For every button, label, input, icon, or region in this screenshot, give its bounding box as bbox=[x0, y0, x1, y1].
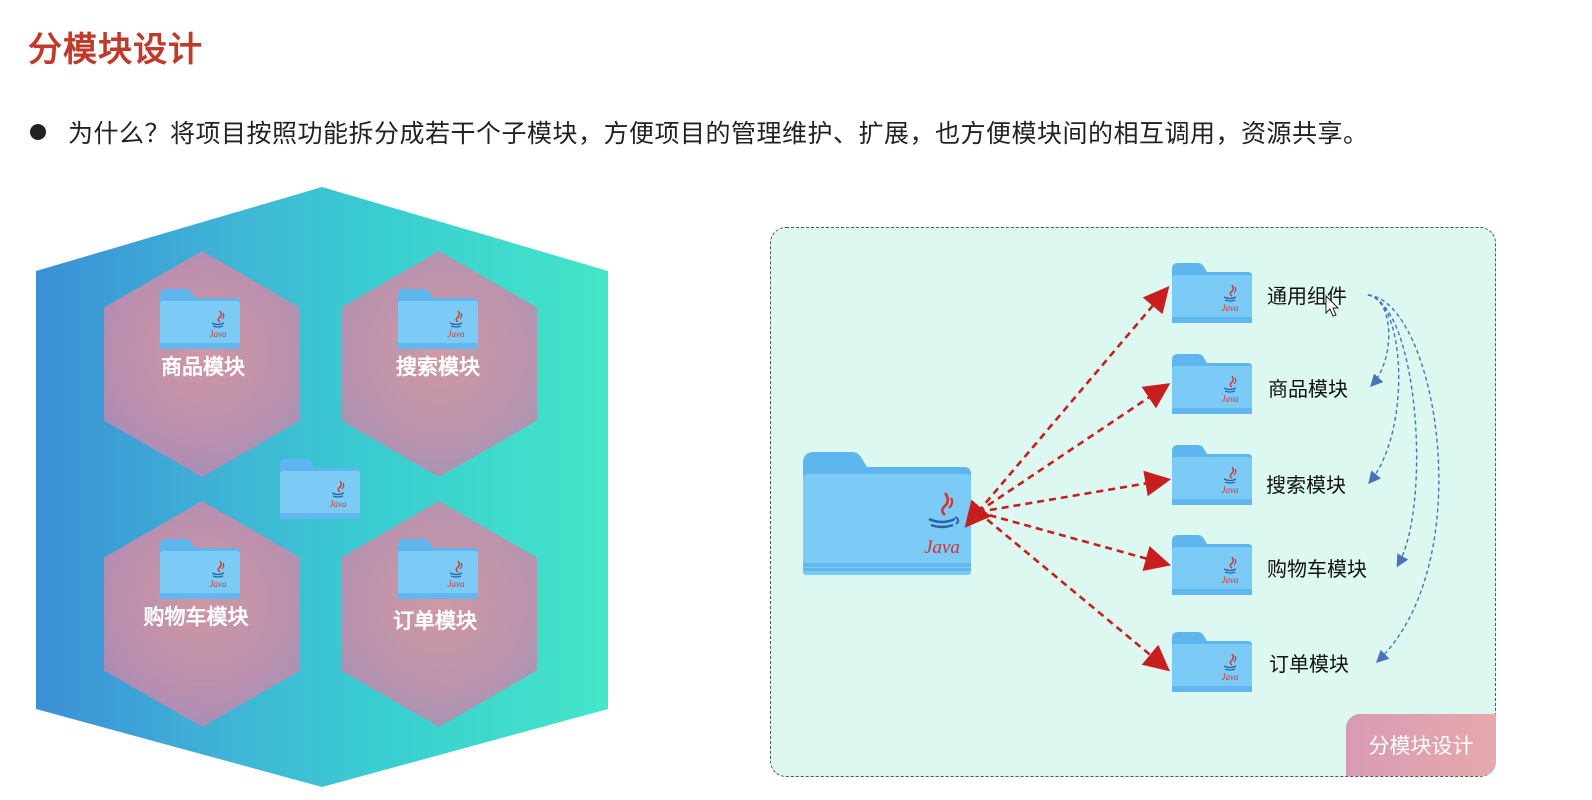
hex-label: 购物车模块 bbox=[143, 605, 249, 629]
arrow-to-order bbox=[977, 510, 1171, 672]
hex-label: 订单模块 bbox=[393, 609, 477, 633]
arrow-to-common bbox=[964, 286, 1170, 528]
module-label-product: 商品模块 bbox=[1268, 377, 1348, 401]
hex-label: 搜索模块 bbox=[396, 355, 480, 379]
arrow-to-cart bbox=[977, 510, 1172, 571]
module-label-cart: 购物车模块 bbox=[1267, 557, 1367, 581]
root-java-folder-icon: Java bbox=[803, 452, 971, 575]
bullet-dot-icon bbox=[30, 124, 46, 140]
page-title: 分模块设计 bbox=[28, 30, 203, 70]
module-hexagon-cluster: 商品模块 搜索模块 购物车模块 订单模块 bbox=[36, 187, 608, 787]
dependency-arrow bbox=[1367, 294, 1440, 663]
bullet-text: 为什么？将项目按照功能拆分成若干个子模块，方便项目的管理维护、扩展，也方便模块间… bbox=[68, 119, 1369, 148]
dependency-arrow bbox=[1367, 294, 1418, 568]
arrow-to-search bbox=[977, 470, 1172, 514]
section-badge: 分模块设计 bbox=[1346, 714, 1496, 776]
hex-order-module bbox=[341, 501, 537, 727]
mouse-cursor-icon bbox=[1325, 294, 1340, 317]
java-logo-text: Java bbox=[924, 537, 960, 558]
hex-label: 商品模块 bbox=[161, 355, 245, 379]
module-label-order: 订单模块 bbox=[1269, 652, 1349, 676]
bullet-point: 为什么？将项目按照功能拆分成若干个子模块，方便项目的管理维护、扩展，也方便模块间… bbox=[30, 114, 1369, 150]
hex-cart-module bbox=[104, 501, 300, 727]
module-label-search: 搜索模块 bbox=[1266, 473, 1346, 497]
arrow-to-product bbox=[977, 383, 1171, 514]
dependency-arrow bbox=[1367, 294, 1400, 485]
